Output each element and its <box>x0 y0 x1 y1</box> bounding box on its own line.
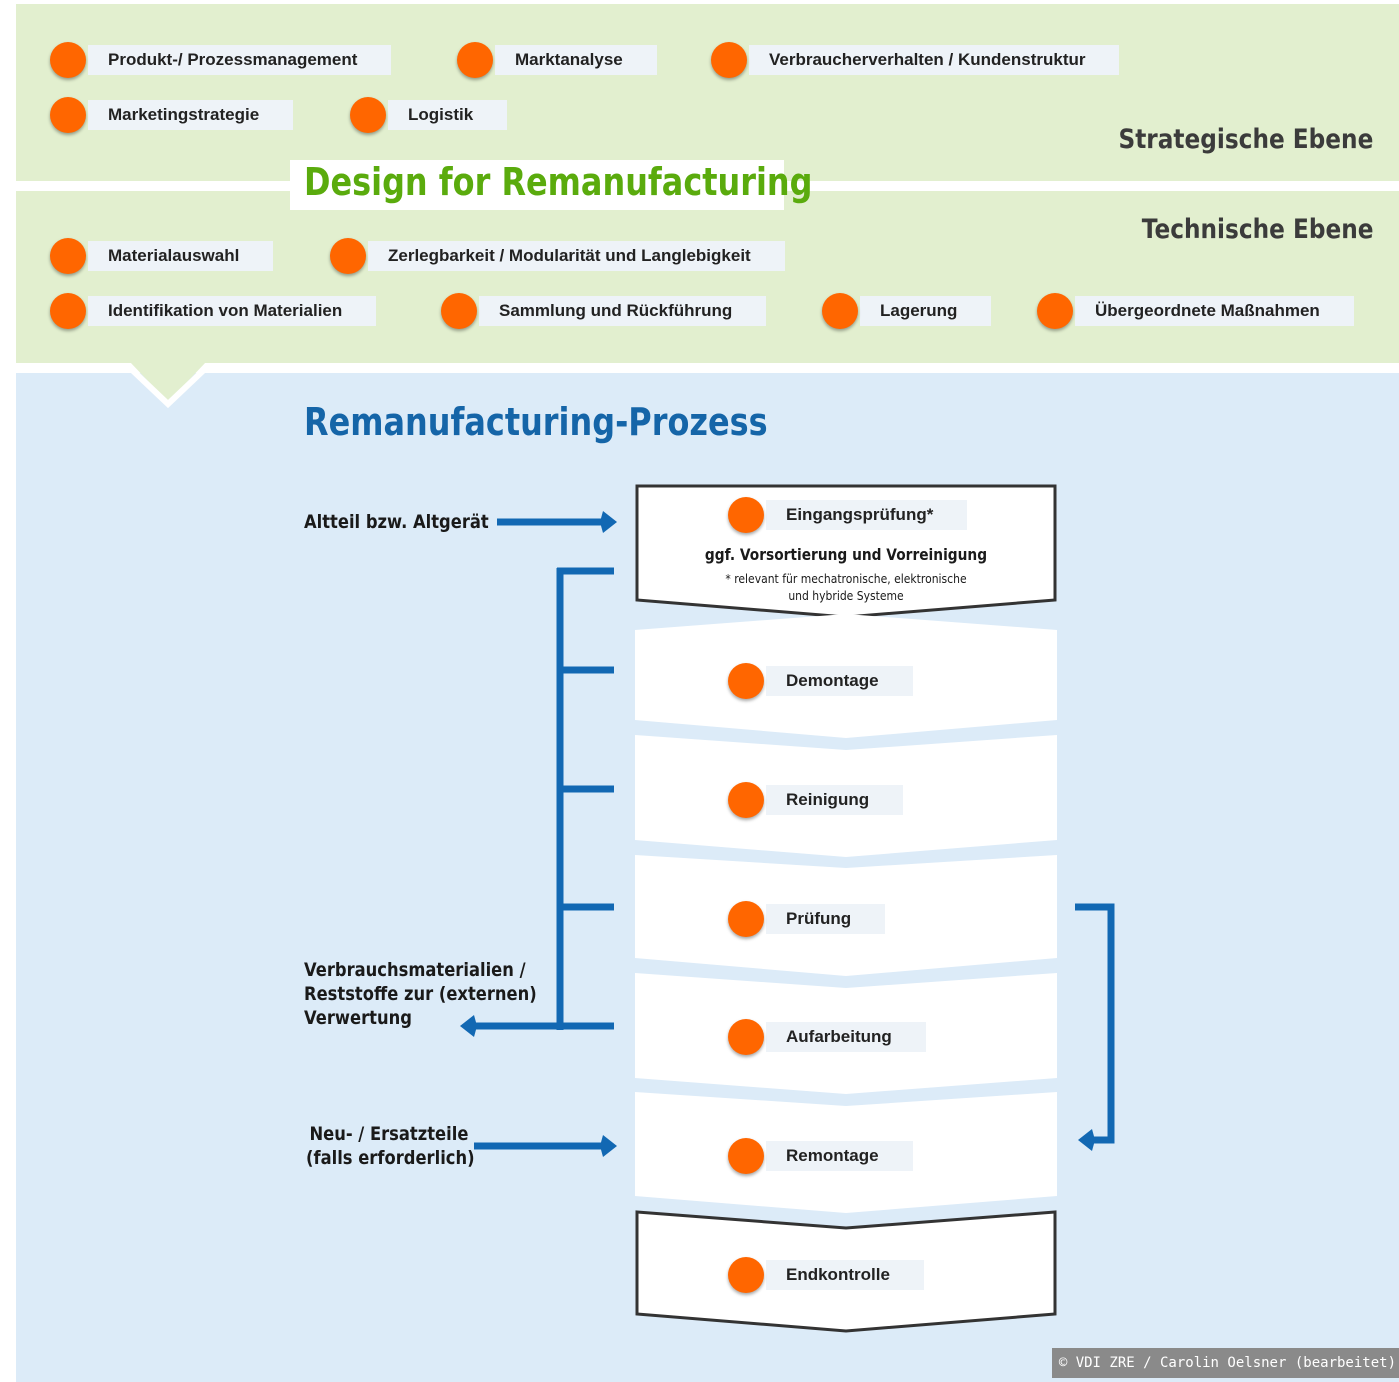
panel-notch <box>130 362 206 402</box>
orange-dot-icon <box>330 238 366 274</box>
new-parts-line-1: Neu- / Ersatzteile <box>309 1123 469 1145</box>
orange-dot-icon <box>711 42 747 78</box>
stage-label: Eingangsprüfung* <box>766 500 968 530</box>
technical-item-label: Zerlegbarkeit / Modularität und Langlebi… <box>368 241 785 271</box>
stage-label: Endkontrolle <box>766 1260 924 1290</box>
strategic-item-label: Logistik <box>388 100 508 130</box>
technical-item-label: Lagerung <box>860 296 992 326</box>
consumables-line-3: Verwertung <box>304 1007 412 1029</box>
technical-item-label: Materialauswahl <box>88 241 274 271</box>
panel-notch-border <box>127 365 209 409</box>
orange-dot-icon <box>728 497 764 533</box>
image-credit: © VDI ZRE / Carolin Oelsner (bearbeitet) <box>1051 1348 1399 1378</box>
strategic-item-label: Marktanalyse <box>495 45 657 75</box>
technical-item-label: Identifikation von Materialien <box>88 296 377 326</box>
orange-dot-icon <box>1037 293 1073 329</box>
stage-label: Demontage <box>766 666 913 696</box>
orange-dot-icon <box>50 42 86 78</box>
orange-dot-icon <box>50 97 86 133</box>
arrowhead-consumables <box>460 1015 477 1037</box>
orange-dot-icon <box>50 293 86 329</box>
orange-dot-icon <box>728 901 764 937</box>
strategic-panel <box>16 4 1399 181</box>
feedback-bracket <box>1075 903 1115 1144</box>
orange-dot-icon <box>728 782 764 818</box>
new-parts-line-2: (falls erforderlich) <box>306 1147 475 1169</box>
orange-dot-icon <box>350 97 386 133</box>
orange-dot-icon <box>728 1019 764 1055</box>
stage-label: Aufarbeitung <box>766 1022 926 1052</box>
stage-note-text: ggf. Vorsortierung und Vorreinigung <box>704 545 988 564</box>
consumables-line-1: Verbrauchsmaterialien / <box>304 959 526 981</box>
orange-dot-icon <box>50 238 86 274</box>
arrowhead-old-part <box>600 511 617 533</box>
orange-dot-icon <box>728 1138 764 1174</box>
stage-label: Prüfung <box>766 904 886 934</box>
strategic-item-label: Verbraucherverhalten / Kundenstruktur <box>749 45 1120 75</box>
arrowhead-feedback <box>1078 1129 1095 1151</box>
process-title: Remanufacturing-Prozess <box>304 400 768 444</box>
stage-label: Remontage <box>766 1141 913 1171</box>
design-title-background <box>290 160 784 210</box>
orange-dot-icon <box>728 1257 764 1293</box>
output-consumables-label: Verbrauchsmaterialien / Reststoffe zur (… <box>304 958 537 1030</box>
technical-level-label: Technische Ebene <box>1141 214 1373 245</box>
orange-dot-icon <box>457 42 493 78</box>
design-title: Design for Remanufacturing <box>304 160 813 204</box>
orange-dot-icon <box>728 663 764 699</box>
orange-dot-icon <box>822 293 858 329</box>
technical-item-label: Sammlung und Rückführung <box>479 296 767 326</box>
footnote-line-1: * relevant für mechatronische, elektroni… <box>725 572 967 586</box>
strategic-item-label: Marketingstrategie <box>88 100 294 130</box>
strategic-item-label: Produkt-/ Prozessmanagement <box>88 45 392 75</box>
orange-dot-icon <box>441 293 477 329</box>
footnote-line-2: und hybride Systeme <box>788 589 904 603</box>
input-old-part-text: Altteil bzw. Altgerät <box>304 511 489 533</box>
technical-item-label: Übergeordnete Maßnahmen <box>1075 296 1354 326</box>
technical-panel <box>16 191 1399 363</box>
consumables-line-2: Reststoffe zur (externen) <box>304 983 537 1005</box>
input-old-part-label: Altteil bzw. Altgerät <box>304 510 489 534</box>
input-new-parts-label: Neu- / Ersatzteile (falls erforderlich) <box>306 1122 475 1170</box>
strategic-level-label: Strategische Ebene <box>1118 124 1373 155</box>
arrowhead-new-parts <box>600 1135 617 1157</box>
stage-label: Reinigung <box>766 785 904 815</box>
